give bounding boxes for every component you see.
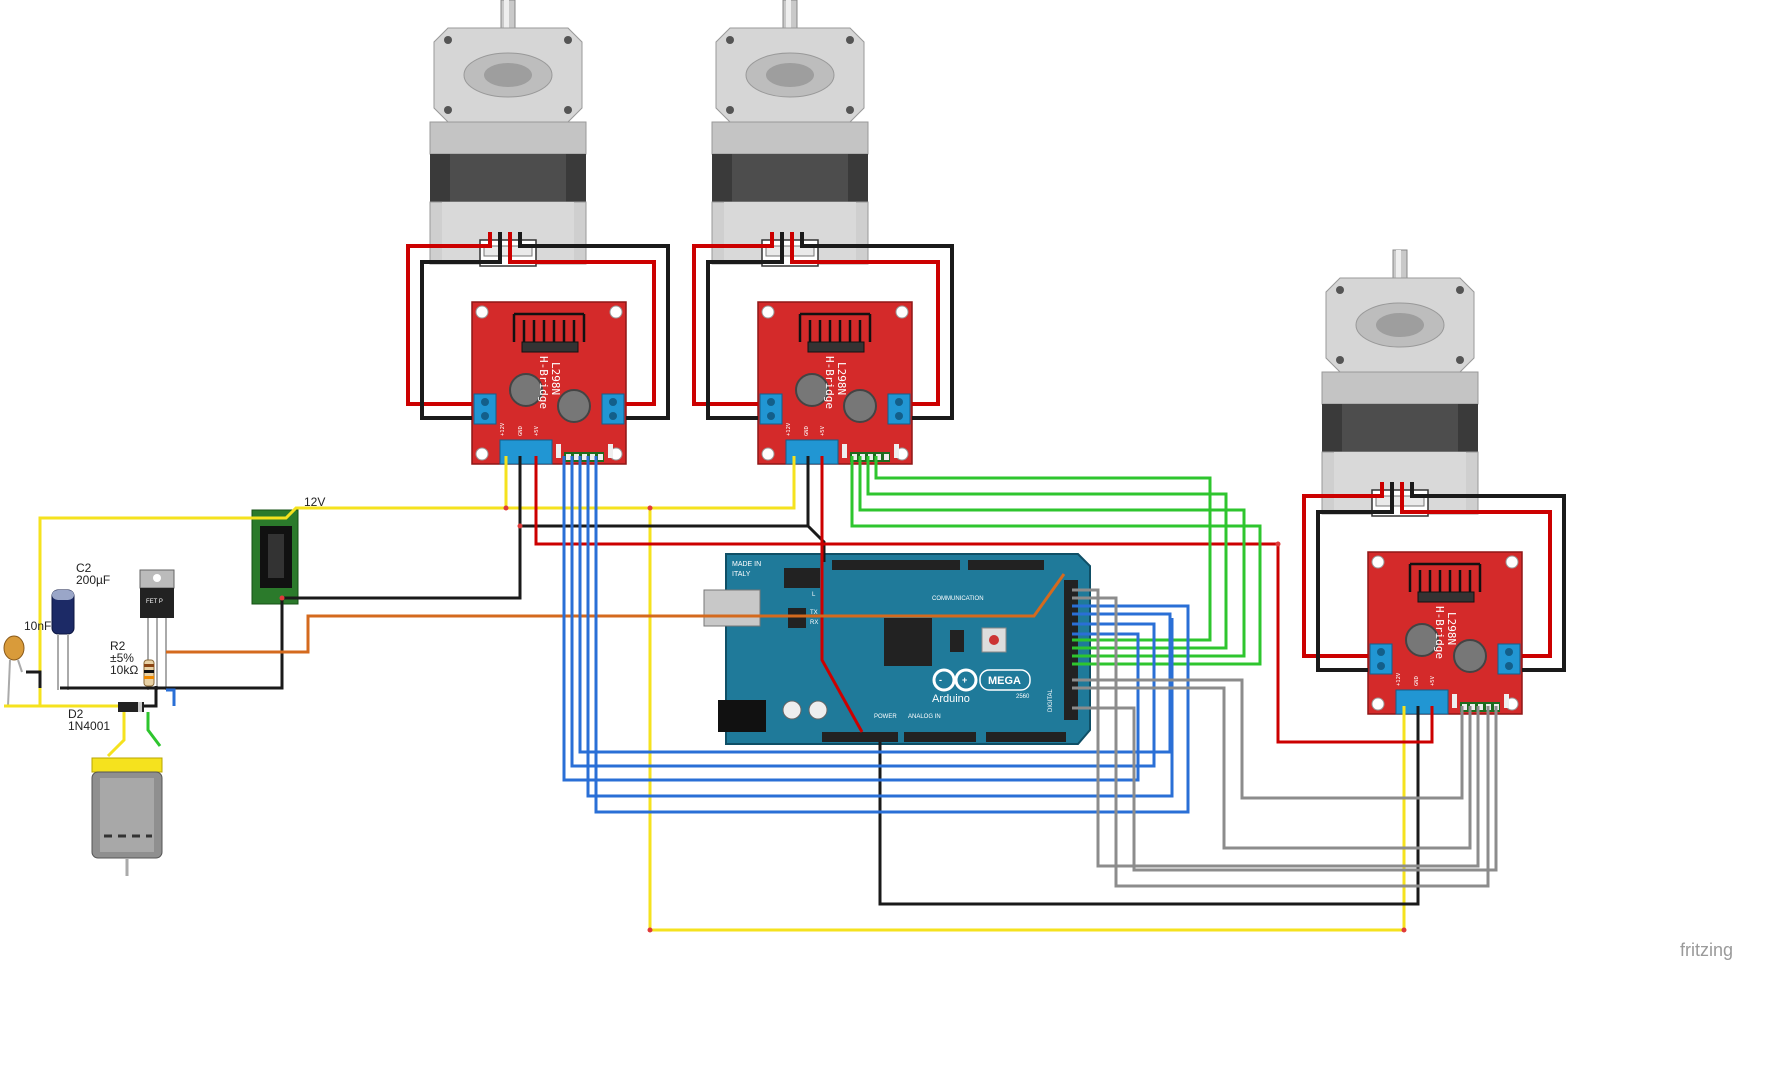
arduino-model: MEGA (988, 675, 1021, 687)
arduino-mega-board: MADE IN ITALY COMMUNICATION POWER ANALOG… (703, 553, 1091, 745)
label-c2-value: 200µF (76, 573, 110, 587)
arduino-digital-label: DIGITAL (1048, 688, 1054, 712)
hbridge-pin-gnd: GND (518, 426, 524, 436)
arduino-communication-label: COMMUNICATION (932, 596, 984, 602)
wires-5v-red (534, 456, 1434, 744)
stepper-motor-3 (1321, 249, 1479, 517)
label-12v: 12V (304, 495, 325, 509)
arduino-rev: 2560 (1016, 694, 1030, 700)
wires-dc-motor (4, 686, 176, 747)
stepper-motor-2 (711, 0, 869, 267)
label-r2-tolerance: ±5% (110, 651, 134, 665)
wires-motor-3 (1302, 482, 1566, 672)
wire-orange-signal (166, 573, 1066, 654)
hbridge-pin-gnd: GND (804, 426, 810, 436)
fet-label: FET P (146, 599, 163, 605)
arduino-led-tx: TX (810, 610, 818, 616)
resistor-r2 (143, 659, 155, 687)
hbridge-pin-5v: +5V (820, 425, 826, 436)
arduino-led-l: L (812, 592, 816, 598)
arduino-made-in: MADE IN (732, 561, 761, 568)
hbridge-pin-12v: +12V (500, 422, 506, 436)
hbridge-pin-gnd: GND (1414, 676, 1420, 686)
stepper-motor-1 (429, 0, 587, 267)
label-c2-name: C2 (76, 561, 92, 575)
hbridge-subtitle: H-Bridge (823, 356, 836, 409)
hbridge-title: L298N (549, 362, 562, 395)
connection-dots (279, 505, 1407, 933)
svg-text:-: - (939, 675, 942, 685)
electrolytic-capacitor-c2 (51, 589, 75, 690)
arduino-logo-icon: - + (932, 668, 978, 692)
svg-text:+: + (962, 675, 967, 685)
hbridge-pin-12v: +12V (786, 422, 792, 436)
label-r2-value: 10kΩ (110, 663, 138, 677)
arduino-italy: ITALY (732, 571, 751, 578)
fritzing-watermark: fritzing (1680, 940, 1733, 960)
ceramic-capacitor (3, 635, 25, 707)
diode-d2 (118, 702, 144, 712)
hbridge-title: L298N (835, 362, 848, 395)
wires-gray-signal (1072, 588, 1498, 888)
hbridge-pin-12v: +12V (1396, 672, 1402, 686)
hbridge-title: L298N (1445, 612, 1458, 645)
wires-ground-black (26, 456, 1420, 906)
label-d2-name: D2 (68, 707, 84, 721)
dc-motor (91, 757, 163, 876)
arduino-brand: Arduino (932, 693, 970, 705)
hbridge-subtitle: H-Bridge (1433, 606, 1446, 659)
hbridge-3: L298N H-Bridge +12V GND +5V (1366, 550, 1524, 716)
arduino-led-rx: RX (810, 620, 818, 626)
hbridge-1: L298N H-Bridge +12V GND +5V (470, 300, 628, 466)
label-ceramic-cap: 10nF (24, 619, 51, 633)
label-d2-part: 1N4001 (68, 719, 110, 733)
fet-transistor: FET P (139, 569, 175, 690)
dc-power-jack (251, 509, 299, 605)
hbridge-subtitle: H-Bridge (537, 356, 550, 409)
hbridge-pin-5v: +5V (1430, 675, 1436, 686)
arduino-analog-label: ANALOG IN (908, 714, 941, 720)
wires-motor-1 (406, 232, 670, 420)
hbridge-pin-5v: +5V (534, 425, 540, 436)
label-r2-name: R2 (110, 639, 126, 653)
wires-motor-2 (692, 232, 954, 420)
arduino-power-label: POWER (874, 714, 897, 720)
hbridge-2: L298N H-Bridge +12V GND +5V (756, 300, 914, 466)
